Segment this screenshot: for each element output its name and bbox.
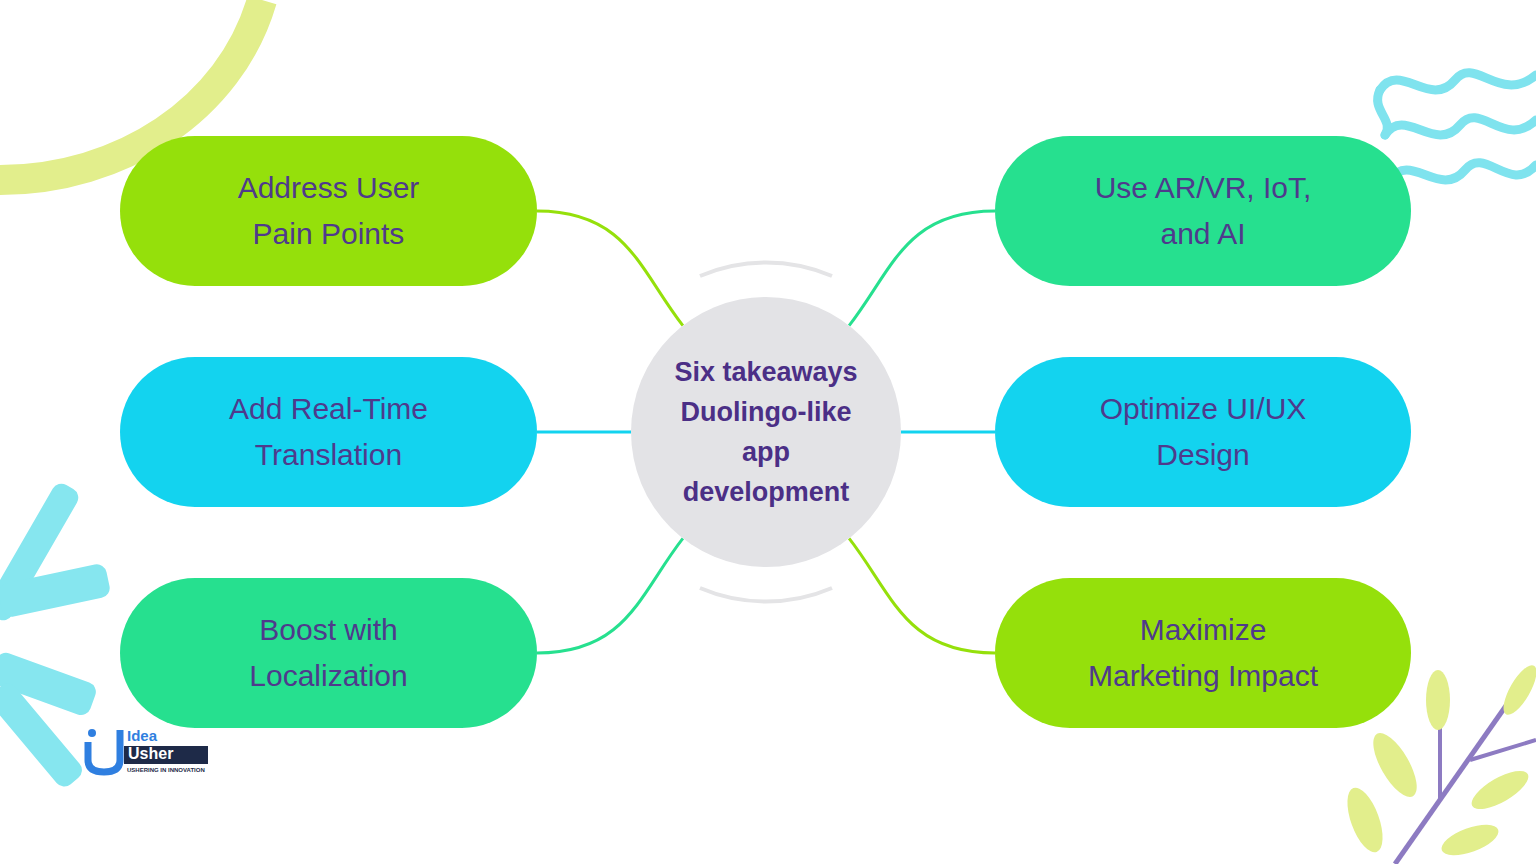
takeaway-pill: Optimize UI/UX Design <box>995 357 1411 507</box>
center-circle: Six takeaways Duolingo-like app developm… <box>631 297 901 567</box>
takeaway-text: Use AR/VR, IoT, and AI <box>1083 165 1323 257</box>
wave-lines <box>1378 73 1536 180</box>
takeaway-pill: Maximize Marketing Impact <box>995 578 1411 728</box>
connector-curve <box>849 211 995 326</box>
takeaway-pill: Use AR/VR, IoT, and AI <box>995 136 1411 286</box>
takeaway-pill: Add Real-Time Translation <box>120 357 537 507</box>
takeaway-pill: Boost with Localization <box>120 578 537 728</box>
logo-tagline: USHERING IN INNOVATION <box>127 766 205 774</box>
takeaway-pill: Address User Pain Points <box>120 136 537 286</box>
takeaway-text: Maximize Marketing Impact <box>1083 607 1323 699</box>
connector-line <box>901 431 995 434</box>
connector-curve <box>537 211 683 326</box>
connector-curve <box>537 432 631 433</box>
starburst <box>0 480 112 791</box>
connector-line <box>849 211 995 326</box>
connector-curve <box>537 538 683 653</box>
connector-line <box>537 538 683 653</box>
takeaway-text: Optimize UI/UX Design <box>1083 386 1323 478</box>
connector-line <box>537 211 683 326</box>
connector-line <box>537 431 631 434</box>
connector-curve <box>901 432 995 433</box>
takeaway-text: Add Real-Time Translation <box>209 386 449 478</box>
connector-line <box>849 538 995 653</box>
takeaway-text: Address User Pain Points <box>209 165 449 257</box>
logo-word: Usher <box>128 745 173 763</box>
connector-curve <box>849 538 995 653</box>
center-title: Six takeaways Duolingo-like app developm… <box>661 352 871 512</box>
logo-word: Idea <box>127 727 157 744</box>
takeaway-text: Boost with Localization <box>209 607 449 699</box>
